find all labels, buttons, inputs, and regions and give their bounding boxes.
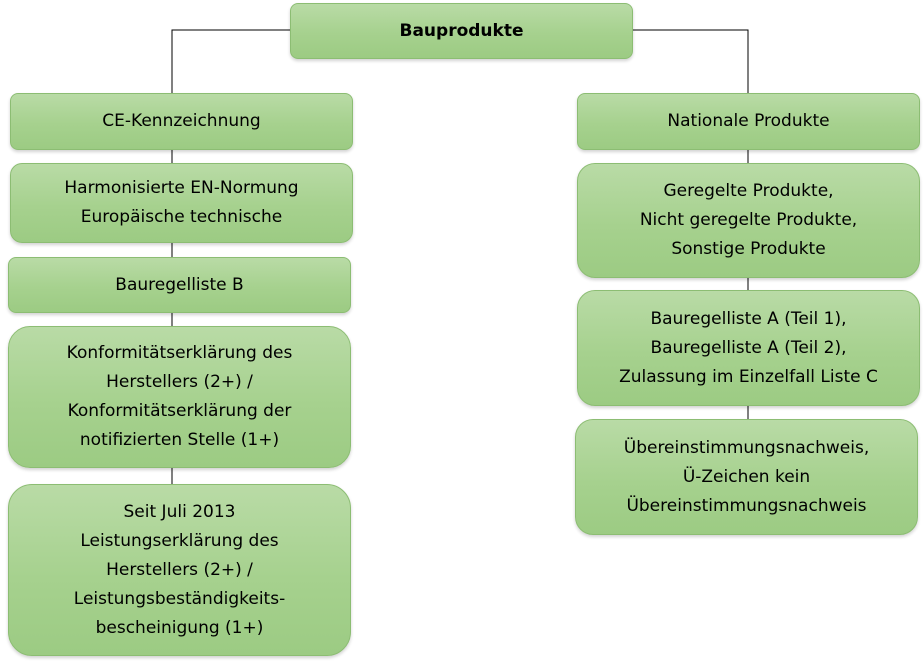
right-header-box: Nationale Produkte bbox=[577, 93, 920, 150]
left-box-1-line: Harmonisierte EN-Normung bbox=[64, 178, 299, 198]
right-box-1-line: Geregelte Produkte, bbox=[663, 181, 834, 201]
right-box-3-line: Übereinstimmungsnachweis, bbox=[623, 437, 870, 458]
left-header-label: CE-Kennzeichnung bbox=[102, 111, 261, 131]
left-box-4-line: Leistungserklärung des bbox=[80, 530, 279, 551]
right-box-2-line: Zulassung im Einzelfall Liste C bbox=[619, 366, 878, 387]
right-box-2-line: Bauregelliste A (Teil 1), bbox=[650, 308, 847, 329]
left-box-2: Bauregelliste B bbox=[8, 257, 351, 313]
right-box-2: Bauregelliste A (Teil 1), Bauregelliste … bbox=[577, 290, 920, 406]
right-box-3-line: Übereinstimmungsnachweis bbox=[626, 495, 867, 516]
left-box-4-line: bescheinigung (1+) bbox=[95, 617, 264, 638]
left-box-3-line: notifizierten Stelle (1+) bbox=[79, 430, 280, 450]
left-box-3-line: Herstellers (2+) / bbox=[106, 372, 253, 392]
left-box-4: Seit Juli 2013 Leistungserklärung des He… bbox=[8, 484, 351, 656]
right-box-1: Geregelte Produkte, Nicht geregelte Prod… bbox=[577, 163, 920, 278]
left-box-1-line: Europäische technische bbox=[80, 207, 283, 227]
left-box-2-line: Bauregelliste B bbox=[115, 274, 244, 295]
right-box-1-line: Sonstige Produkte bbox=[671, 239, 826, 259]
left-box-4-line: Leistungsbeständigkeits- bbox=[73, 588, 286, 609]
left-box-4-line: Herstellers (2+) / bbox=[106, 559, 253, 580]
right-box-3: Übereinstimmungsnachweis, Ü-Zeichen kein… bbox=[575, 419, 918, 535]
left-box-4-line: Seit Juli 2013 bbox=[123, 501, 236, 522]
left-box-3: Konformitätserklärung des Herstellers (2… bbox=[8, 326, 351, 468]
right-box-2-line: Bauregelliste A (Teil 2), bbox=[650, 337, 847, 358]
right-header-label: Nationale Produkte bbox=[667, 111, 830, 131]
connector-root-left bbox=[171, 29, 290, 93]
left-box-3-line: Konformitätserklärung des bbox=[66, 343, 293, 363]
right-box-1-line: Nicht geregelte Produkte, bbox=[639, 210, 858, 230]
left-box-3-line: Konformitätserklärung der bbox=[67, 401, 292, 421]
right-box-3-line: Ü-Zeichen kein bbox=[682, 466, 811, 487]
root-box: Bauprodukte bbox=[290, 3, 633, 59]
left-box-1: Harmonisierte EN-Normung Europäische tec… bbox=[10, 163, 353, 243]
left-header-box: CE-Kennzeichnung bbox=[10, 93, 353, 150]
connector-root-right bbox=[633, 29, 749, 93]
root-label: Bauprodukte bbox=[399, 20, 524, 41]
